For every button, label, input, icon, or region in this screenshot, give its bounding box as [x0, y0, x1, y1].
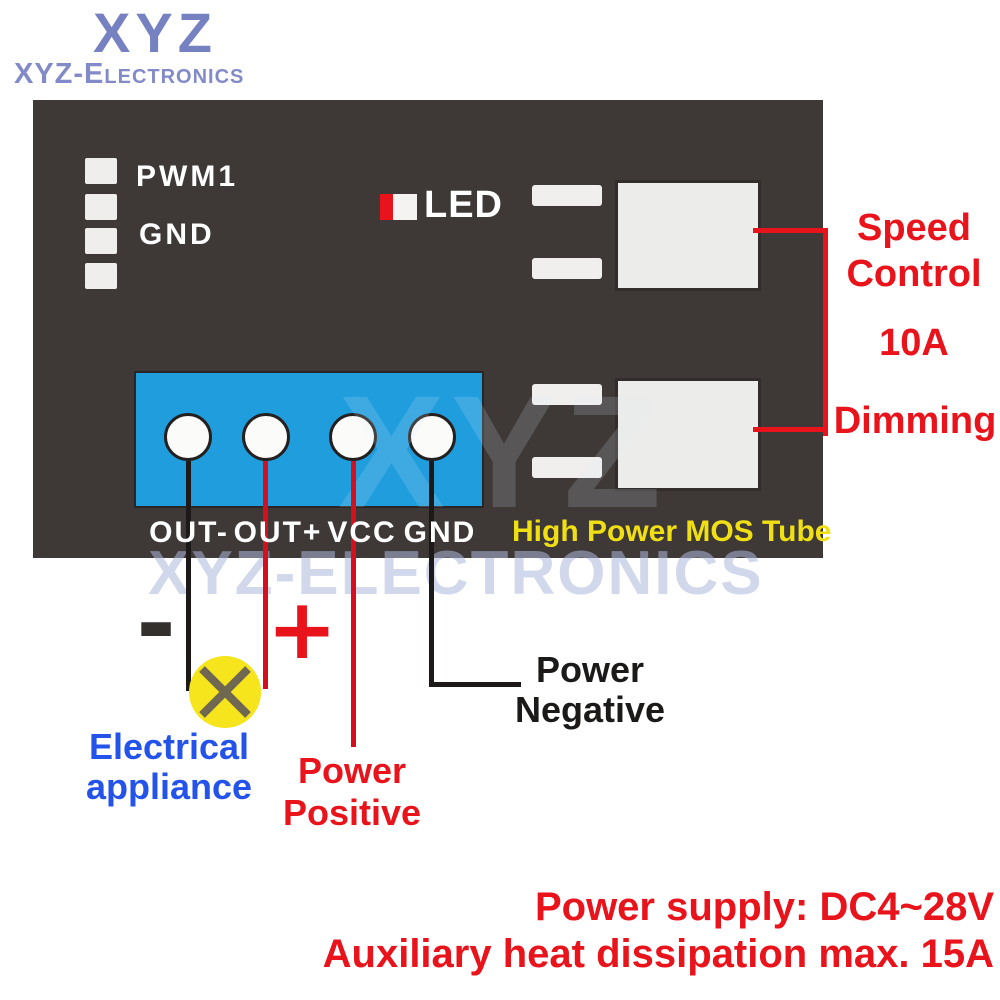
terminal-label-gnd: GND: [403, 516, 477, 549]
solder-pad: [85, 194, 117, 220]
mos2-pin: [532, 457, 602, 478]
wire-gnd-vertical: [429, 461, 434, 687]
solder-pad: [85, 263, 117, 289]
mos2-body: [615, 378, 761, 491]
led-indicator-icon: [380, 194, 393, 220]
brand-logo-subtitle: XYZ-Electronics: [14, 58, 245, 90]
electrical-appliance-label: Electrical appliance: [58, 726, 280, 808]
led-body: [393, 194, 417, 220]
callout-line-mos1: [753, 228, 828, 233]
watermark-banner: XYZ-Electronics: [148, 539, 764, 608]
plus-polarity-symbol: +: [266, 580, 338, 678]
power-negative-line2: Negative: [514, 689, 666, 731]
terminal-hole: [242, 413, 290, 461]
appliance-label-line2: appliance: [85, 766, 253, 808]
wire-out-minus: [186, 461, 191, 691]
wire-vcc: [351, 461, 356, 747]
terminal-label-out-plus: OUT+: [233, 516, 323, 549]
current-rating-label: 10A: [879, 322, 949, 364]
power-negative-line1: Power: [535, 649, 645, 690]
terminal-hole: [164, 413, 212, 461]
solder-pad: [85, 158, 117, 184]
terminal-hole: [408, 413, 456, 461]
spec-line2: Auxiliary heat dissipation max. 15A: [322, 931, 994, 976]
terminal-label-out-minus: OUT-: [149, 516, 229, 549]
led-label: LED: [424, 184, 503, 226]
speed-label-line2: Control: [846, 252, 982, 295]
appliance-label-line1: Electrical: [88, 726, 250, 767]
wire-gnd-horizontal: [429, 682, 521, 687]
mos-tube-caption: High Power MOS Tube: [512, 515, 832, 548]
brand-logo: XYZ: [93, 1, 217, 64]
mos1-pin: [532, 258, 602, 279]
power-positive-line2: Positive: [282, 792, 422, 834]
power-positive-line1: Power: [297, 750, 407, 791]
wire-out-plus: [263, 461, 268, 689]
callout-line-vertical: [823, 228, 828, 436]
solder-pad: [85, 228, 117, 254]
speed-label-line1: Speed: [856, 207, 972, 249]
mos1-body: [615, 180, 761, 291]
power-negative-label: Power Negative: [490, 649, 690, 731]
power-positive-label: Power Positive: [262, 750, 442, 835]
terminal-label-vcc: VCC: [327, 516, 397, 549]
callout-line-mos2: [753, 427, 828, 432]
speed-control-label: Speed Control: [828, 206, 1000, 297]
gnd-pin-label: GND: [139, 218, 215, 251]
spec-line1: Power supply: DC4~28V: [534, 885, 994, 929]
lamp-icon: [189, 656, 261, 728]
power-specs: Power supply: DC4~28V Auxiliary heat dis…: [323, 884, 994, 978]
dimming-label: Dimming: [833, 400, 997, 442]
terminal-hole: [329, 413, 377, 461]
mos2-pin: [532, 384, 602, 405]
watermark-xyz: XYZ: [338, 362, 668, 541]
minus-polarity-symbol: -: [136, 568, 176, 680]
mos1-pin: [532, 185, 602, 206]
pwm-pin-label: PWM1: [136, 160, 238, 193]
